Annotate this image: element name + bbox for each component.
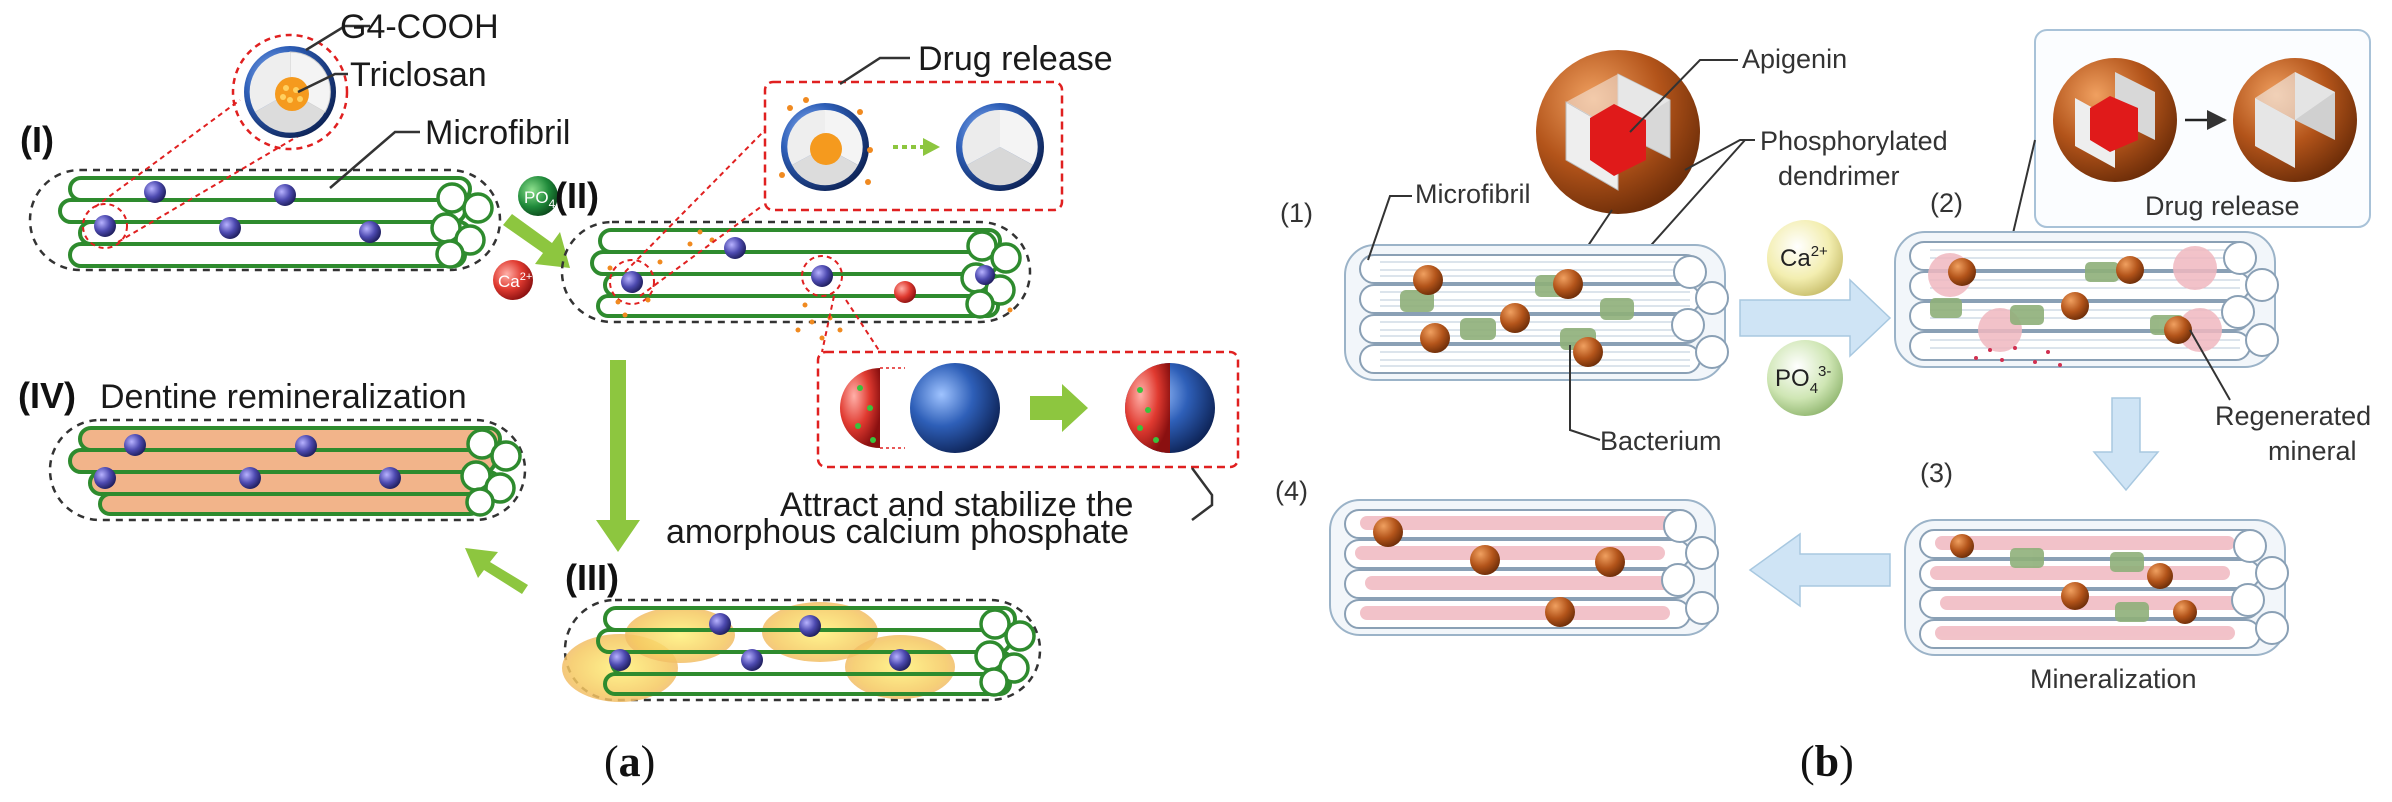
panel-b-caption: (b) — [1800, 737, 1854, 786]
arrow-step2-to-step3 — [2092, 397, 2160, 492]
fibril-bundle-stage-iv — [48, 418, 527, 522]
bacterium-pointer — [1569, 345, 1601, 441]
fibril-bundle-stage-i — [28, 168, 502, 272]
label-microfibril-a: Microfibril — [425, 114, 570, 152]
label-phos-1: Phosphorylated — [1760, 126, 1948, 156]
fibril-bundle-stage-ii — [560, 220, 1032, 341]
phos-pointer — [1684, 139, 1755, 171]
ion-ca-a: Ca2+ — [493, 260, 533, 300]
label-drug-release-a: Drug release — [918, 40, 1113, 78]
step-label-4: (4) — [1275, 476, 1308, 506]
label-attract-line-1: Attract and stabilize the — [780, 486, 1133, 524]
arrow-step1-to-step2 — [1739, 278, 1892, 358]
label-microfibril-b: Microfibril — [1415, 179, 1531, 209]
arrow-iii-to-iv — [465, 548, 528, 594]
panel-b: (1) (2) (3) (4) Apigenin Phosphorylated … — [1275, 29, 2371, 786]
stage-label-iv: (IV) — [18, 375, 76, 416]
arrow-step3-to-step4 — [1748, 532, 1891, 608]
step-label-3: (3) — [1920, 458, 1953, 488]
svg-text:Ca2+: Ca2+ — [1780, 243, 1828, 272]
drug-release-box-b — [2034, 29, 2371, 228]
label-g4-cooh: G4-COOH — [340, 8, 499, 46]
calcium-phosphate-box — [816, 295, 1240, 521]
arrow-ii-to-iii — [596, 360, 640, 552]
label-dentine-remineralization: Dentine remineralization — [100, 378, 467, 416]
step-label-1: (1) — [1280, 198, 1313, 228]
big-dendrimer-sphere — [1536, 50, 1700, 281]
stage-label-i: (I) — [20, 119, 54, 160]
label-apigenin: Apigenin — [1742, 44, 1847, 74]
label-mineralization: Mineralization — [2030, 664, 2197, 694]
stage-label-ii: (II) — [555, 175, 599, 216]
panel-a: G4-COOH Triclosan Microfibril (I) PO4 Ca… — [18, 8, 1240, 786]
ion-po4-a: PO4 — [518, 176, 558, 216]
ion-ca-b: Ca2+ — [1767, 220, 1843, 296]
ion-po4-b: PO43- — [1767, 340, 1843, 416]
microfibril-pointer-b — [1367, 195, 1412, 261]
fibril-bundle-step-3 — [1904, 519, 2289, 656]
regen-pointer — [2189, 329, 2231, 401]
fibril-bundle-stage-iii — [562, 598, 1042, 702]
label-bacterium: Bacterium — [1600, 426, 1722, 456]
step-label-2: (2) — [1930, 188, 1963, 218]
label-regen-1: Regenerated — [2215, 401, 2371, 431]
label-triclosan: Triclosan — [350, 56, 487, 94]
zoomed-dendrimer-stage-i — [94, 24, 370, 243]
svg-text:PO43-: PO43- — [1775, 363, 1831, 397]
fibril-bundle-step-2 — [1894, 231, 2279, 368]
panel-a-caption: (a) — [604, 737, 655, 786]
stage-label-iii: (III) — [565, 557, 619, 598]
microfibril-pointer-a — [329, 130, 420, 189]
fibril-bundle-step-4 — [1329, 499, 1719, 636]
fibril-bundle-step-1 — [1344, 244, 1729, 381]
apigenin-pointer — [1629, 59, 1738, 133]
svg-text:PO4: PO4 — [524, 188, 556, 211]
drug-release-box-a — [624, 56, 1064, 297]
arrow-i-to-ii — [503, 214, 570, 268]
label-regen-2: mineral — [2268, 436, 2357, 466]
label-phos-2: dendrimer — [1778, 161, 1900, 191]
label-attract-line-2: amorphous calcium phosphate — [666, 513, 1129, 551]
label-drug-release-b: Drug release — [2145, 191, 2300, 221]
svg-text:Ca2+: Ca2+ — [498, 271, 532, 291]
